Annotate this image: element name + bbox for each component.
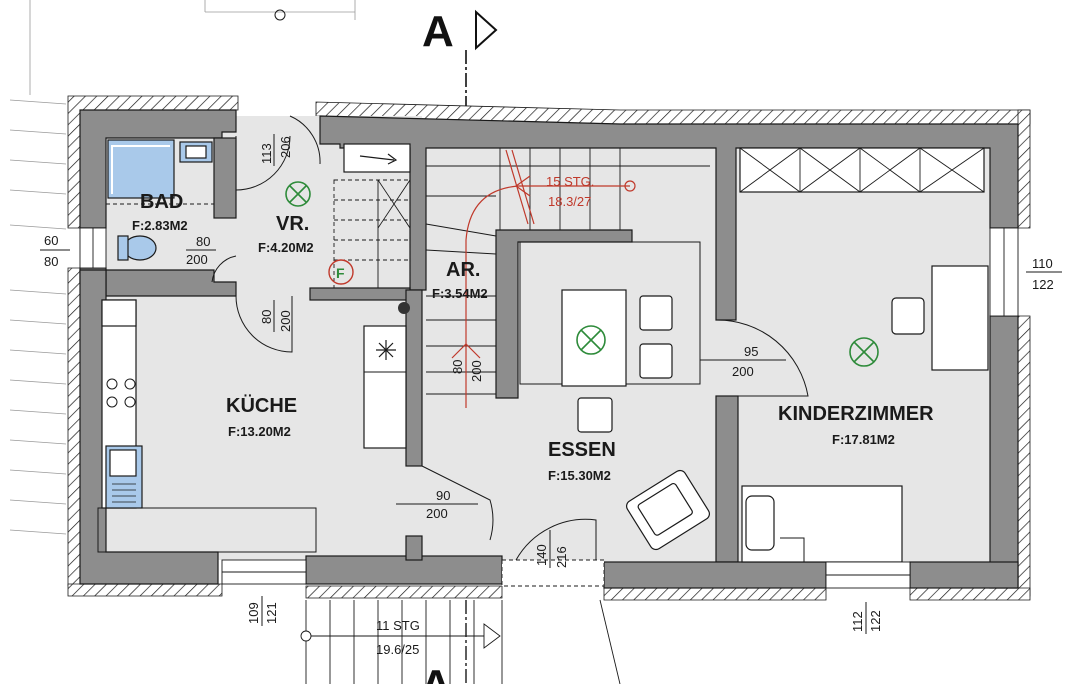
svg-text:95: 95 [744, 344, 758, 359]
main-stairs [343, 143, 710, 395]
svg-text:122: 122 [1032, 277, 1054, 292]
stair-annotation-red [451, 149, 636, 408]
svg-text:109: 109 [246, 602, 261, 624]
svg-text:110: 110 [1032, 256, 1053, 271]
svg-text:200: 200 [469, 360, 484, 382]
room-name-ar: AR. [446, 259, 480, 281]
reference-point-top [274, 9, 286, 21]
svg-text:80: 80 [450, 360, 465, 374]
svg-text:206: 206 [278, 136, 293, 158]
dimension-kinder-window: 110 122 [1026, 256, 1062, 292]
svg-text:60: 60 [44, 233, 58, 248]
svg-text:200: 200 [732, 364, 754, 379]
svg-text:122: 122 [868, 610, 883, 632]
dimension-kueche-essen-door: 90 200 [396, 488, 478, 521]
section-marker-bottom: A [420, 661, 452, 684]
dimension-vr-kueche-door: 80 200 [259, 300, 293, 332]
upper-stairs [333, 179, 411, 289]
dimension-ar-door: 80 200 [450, 360, 484, 382]
room-area-kueche: F:13.20M2 [228, 424, 291, 439]
entrance-stairs [300, 599, 621, 684]
windows [79, 227, 1019, 589]
ceiling-light-icon-vr [285, 181, 311, 207]
svg-text:15 STG.: 15 STG. [546, 174, 594, 189]
svg-text:A: A [420, 661, 452, 684]
exterior-ground-lines [9, 0, 356, 535]
svg-text:11 STG: 11 STG [376, 618, 420, 633]
dimension-essen-door-bottom: 140 216 [534, 530, 569, 568]
svg-text:200: 200 [426, 506, 448, 521]
stair-label-upper: 15 STG. 18.3/27 [546, 174, 594, 209]
ceiling-light-icon-kinderzimmer [849, 337, 879, 367]
svg-text:80: 80 [196, 234, 210, 249]
dimension-vr-top-door: 113 206 [259, 134, 293, 166]
svg-text:200: 200 [186, 252, 208, 267]
dimension-kueche-window: 109 121 [246, 596, 279, 626]
room-area-ar: F:3.54M2 [432, 286, 488, 301]
smoke-detector-icon: F [328, 259, 354, 285]
svg-text:A: A [422, 7, 454, 56]
room-name-essen: ESSEN [548, 439, 616, 461]
svg-text:113: 113 [259, 143, 274, 164]
svg-text:121: 121 [264, 602, 279, 624]
room-area-kinderzimmer: F:17.81M2 [832, 432, 895, 447]
svg-text:18.3/27: 18.3/27 [548, 194, 591, 209]
walls [79, 109, 1019, 589]
room-name-vr: VR. [276, 213, 309, 235]
bath-fixtures [106, 139, 214, 261]
dimension-essen-kinder-door: 95 200 [700, 344, 786, 379]
dimension-bad-door: 80 200 [186, 234, 216, 267]
kitchen-fixtures [97, 299, 410, 553]
room-area-vr: F:4.20M2 [258, 240, 314, 255]
room-name-kueche: KÜCHE [226, 394, 297, 417]
doors [211, 115, 809, 561]
section-marker-top: A [422, 7, 498, 115]
dimension-kinder-window-bottom: 112 122 [850, 602, 883, 634]
dimension-bad-window: 60 80 [40, 233, 70, 269]
svg-text:80: 80 [44, 254, 58, 269]
room-area-essen: F:15.30M2 [548, 468, 611, 483]
svg-text:19.6/25: 19.6/25 [376, 642, 419, 657]
kids-room-furniture [739, 147, 989, 563]
svg-text:80: 80 [259, 310, 274, 324]
svg-text:112: 112 [850, 611, 865, 632]
ceiling-light-icon-essen [576, 325, 606, 355]
room-name-bad: BAD [140, 191, 183, 213]
stair-label-lower: 11 STG 19.6/25 [362, 618, 440, 657]
svg-text:216: 216 [554, 546, 569, 568]
outer-insulation [67, 95, 1031, 601]
dining-furniture [519, 241, 711, 551]
stair-arrow-symbol [359, 153, 398, 165]
room-area-bad: F:2.83M2 [132, 218, 188, 233]
svg-text:90: 90 [436, 488, 450, 503]
svg-text:200: 200 [278, 310, 293, 332]
svg-text:140: 140 [534, 544, 549, 566]
room-name-kinderzimmer: KINDERZIMMER [778, 403, 934, 425]
svg-text:F: F [336, 265, 345, 281]
